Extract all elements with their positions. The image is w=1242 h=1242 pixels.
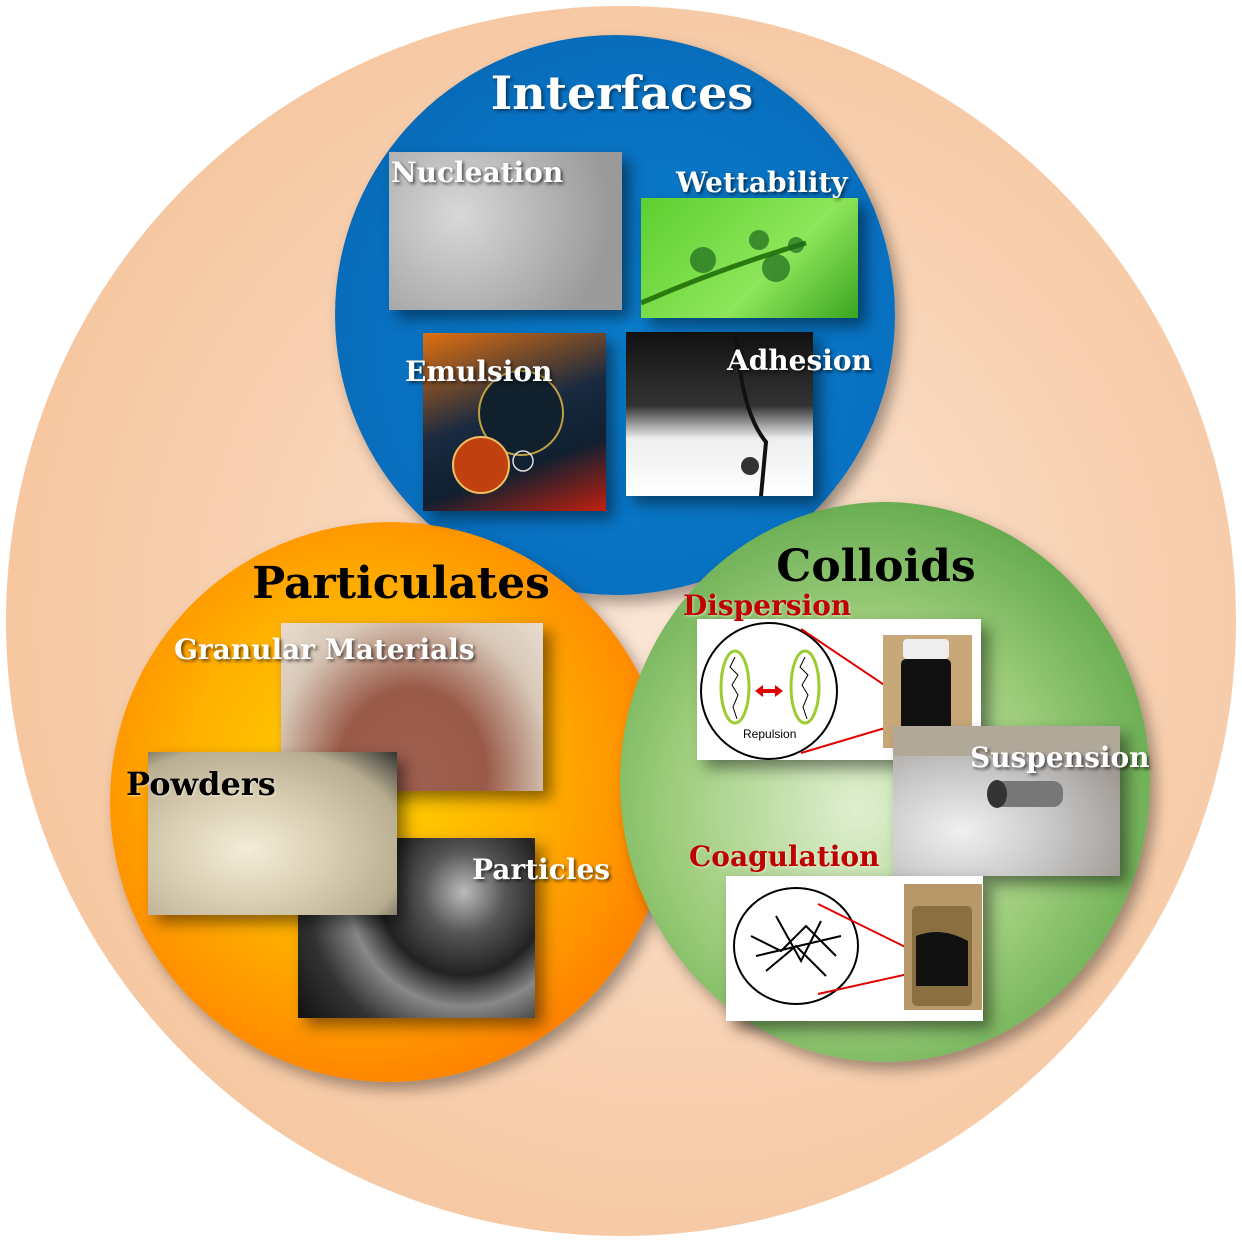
nucleation-label: Nucleation (391, 156, 564, 189)
emulsion-image (423, 333, 606, 511)
particulates-title: Particulates (252, 558, 550, 609)
exhaust-pipe-icon (893, 726, 1120, 808)
granular-materials-label: Granular Materials (174, 633, 475, 666)
wettability-label: Wettability (676, 166, 848, 199)
emulsion-label: Emulsion (405, 355, 553, 388)
nucleation-image (389, 152, 622, 310)
wettability-image (639, 198, 858, 318)
adhesion-fiber-icon (734, 331, 769, 497)
coagulation-diagram (733, 884, 982, 1010)
emulsion-drops-icon (452, 370, 564, 494)
powders-image (148, 752, 397, 915)
coagulation-image (726, 876, 983, 1021)
adhesion-label: Adhesion (727, 344, 872, 377)
particles-label: Particles (472, 853, 611, 886)
colloids-title: Colloids (776, 541, 976, 592)
suspension-image (893, 726, 1120, 876)
powders-label: Powders (126, 765, 276, 803)
interfaces-title: Interfaces (490, 66, 754, 120)
dispersion-label: Dispersion (683, 589, 852, 622)
repulsion-label: Repulsion (743, 727, 796, 741)
adhesion-image (626, 331, 813, 497)
coagulation-label: Coagulation (689, 840, 880, 873)
leaf-droplets-icon (639, 230, 807, 306)
suspension-label: Suspension (970, 741, 1150, 774)
